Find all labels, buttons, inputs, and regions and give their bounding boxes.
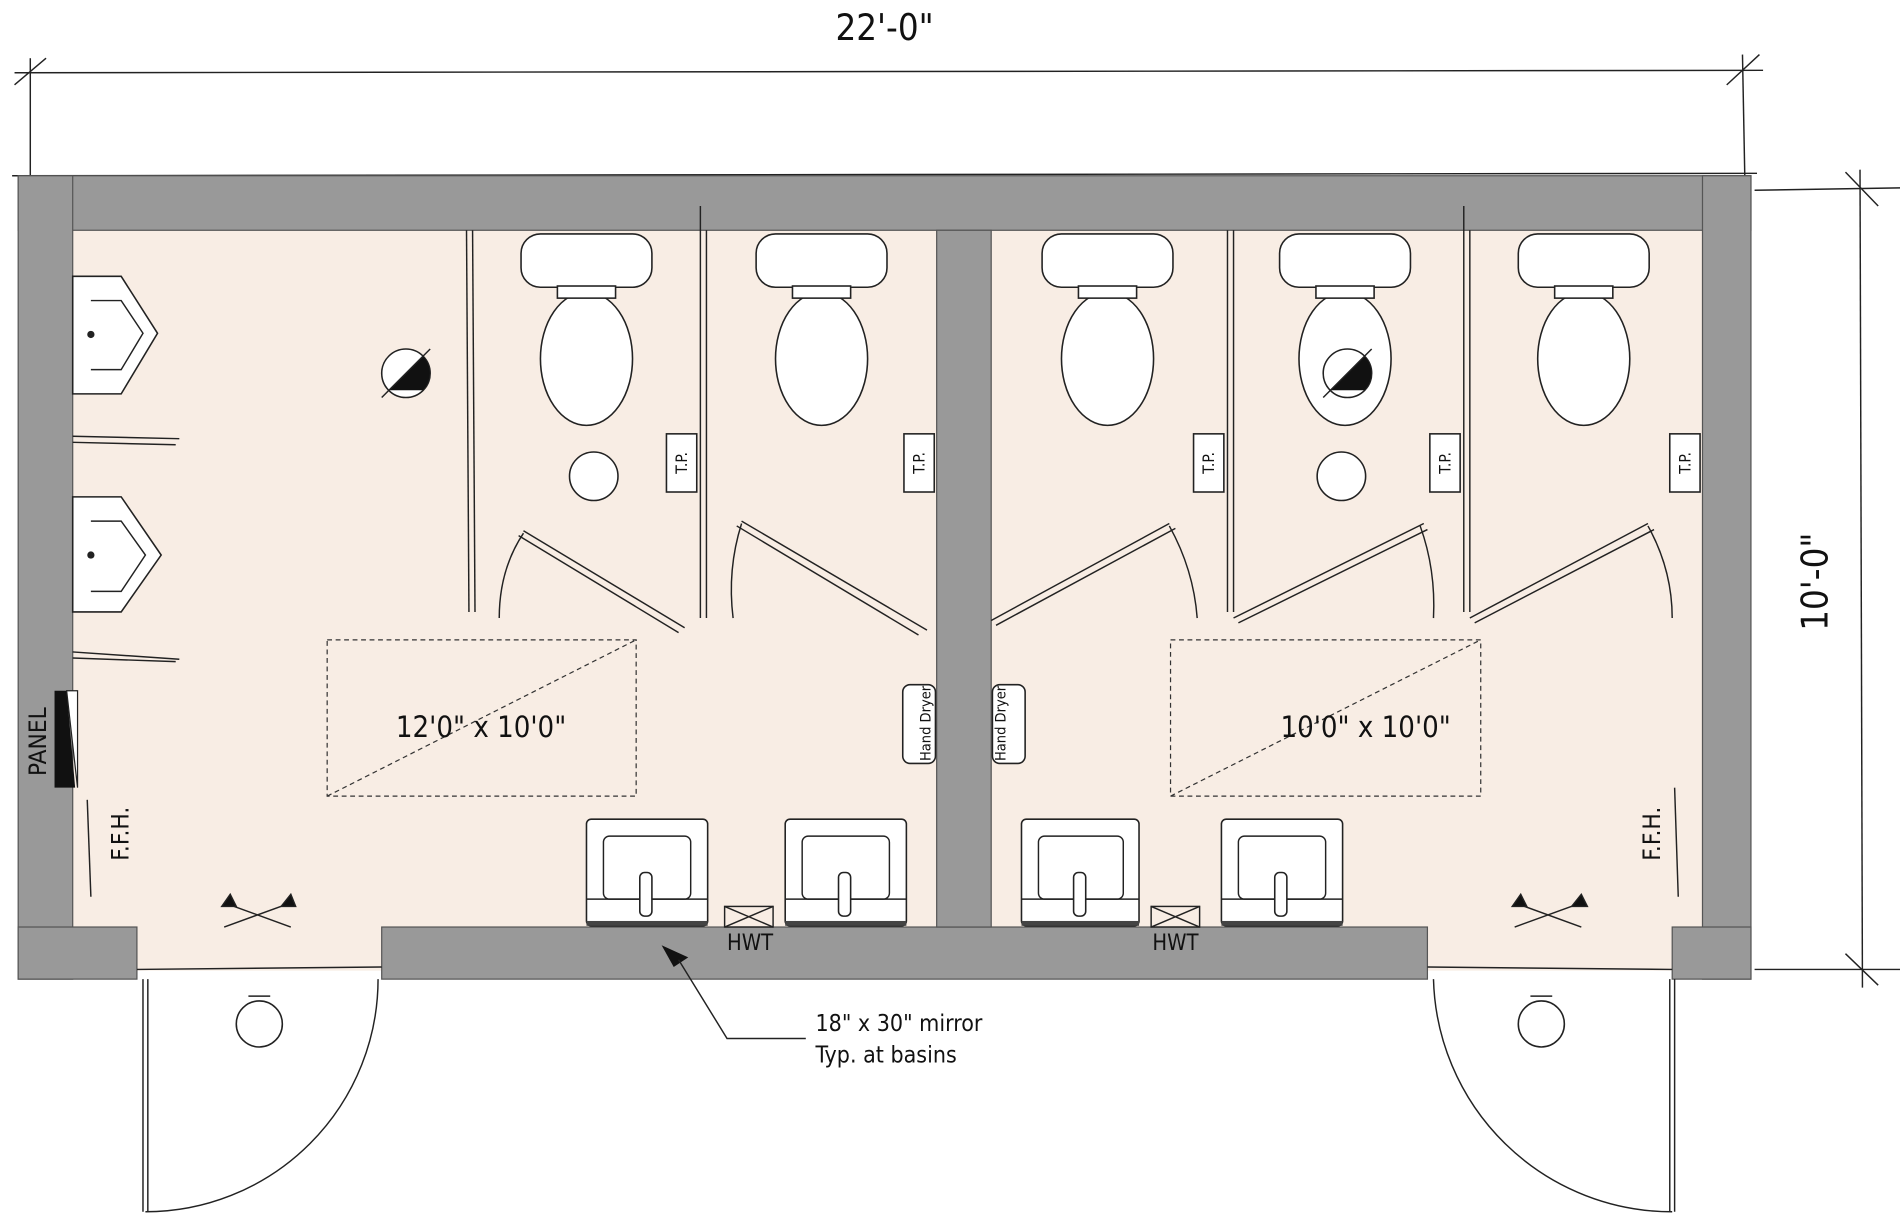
tp-label: T.P. bbox=[1675, 452, 1694, 475]
tp-label: T.P. bbox=[672, 452, 691, 475]
room-area-label: 12'0" x 10'0" bbox=[396, 710, 566, 744]
depth-dimension-label: 10'-0" bbox=[1793, 533, 1836, 631]
stall-partitions bbox=[465, 206, 1673, 636]
sinks bbox=[585, 818, 1344, 927]
tp-label: T.P. bbox=[1435, 452, 1454, 475]
mirror-leader-arrow-icon bbox=[661, 945, 689, 968]
ffh-label: F.F.H. bbox=[1638, 807, 1666, 861]
hand-dryer-label: Hand Dryer bbox=[919, 685, 935, 761]
tp-label: T.P. bbox=[1199, 452, 1218, 475]
exhaust-marker-icon bbox=[220, 892, 1589, 928]
sink bbox=[585, 818, 709, 927]
exterior-light-icon bbox=[235, 995, 1566, 1048]
tp-label: T.P. bbox=[910, 452, 929, 475]
entry-door-left bbox=[136, 966, 382, 1213]
hand-dryer bbox=[901, 683, 937, 765]
floor-drain-icon bbox=[380, 348, 431, 399]
room-area-right: 10'0" x 10'0" bbox=[1169, 639, 1482, 797]
panel-label: PANEL bbox=[24, 706, 52, 776]
hand-dryer bbox=[991, 683, 1026, 765]
width-dimension-label: 22'-0" bbox=[835, 6, 933, 49]
mirror-leader-line bbox=[677, 959, 806, 1040]
sink bbox=[1020, 818, 1140, 927]
grab-fixture-icon bbox=[568, 451, 619, 502]
width-dimension bbox=[12, 54, 1764, 182]
toilet bbox=[1041, 233, 1174, 427]
urinal bbox=[71, 496, 163, 613]
floor bbox=[72, 230, 1703, 928]
walls bbox=[17, 175, 1752, 980]
ffh-label: F.F.H. bbox=[106, 807, 134, 861]
hand-dryer-label: Hand Dryer bbox=[994, 685, 1010, 761]
water-heater-icon bbox=[723, 905, 1201, 928]
mirror-note-line1: 18" x 30" mirror bbox=[815, 1011, 982, 1037]
panel-icon bbox=[54, 690, 76, 788]
room-area-left: 12'0" x 10'0" bbox=[326, 639, 637, 797]
tp-holders: T.P. T.P. T.P. T.P. T.P. bbox=[665, 433, 1701, 493]
depth-dimension bbox=[1754, 169, 1900, 988]
door-threshold-left bbox=[136, 927, 382, 971]
room-area-label: 10'0" x 10'0" bbox=[1280, 710, 1450, 744]
sink bbox=[784, 818, 908, 927]
mirror-note-line2: Typ. at basins bbox=[814, 1043, 956, 1069]
entry-door-right bbox=[1427, 966, 1676, 1213]
grab-fixture-icon bbox=[1316, 451, 1367, 502]
toilet bbox=[520, 233, 653, 427]
floor-drain-icon bbox=[1322, 348, 1373, 399]
door-threshold-right bbox=[1427, 927, 1673, 971]
toilet bbox=[1517, 233, 1650, 427]
urinal bbox=[71, 275, 159, 395]
hwt-label: HWT bbox=[727, 931, 774, 956]
hwt-label: HWT bbox=[1152, 931, 1199, 956]
toilet bbox=[755, 233, 888, 427]
urinal-screens bbox=[72, 435, 180, 663]
sink bbox=[1220, 818, 1344, 927]
